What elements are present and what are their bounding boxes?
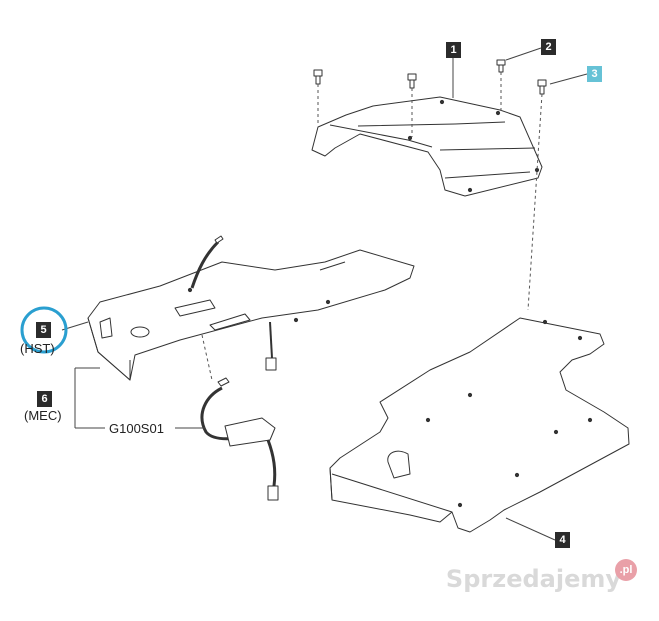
variant-label-hst: (HST)	[20, 341, 55, 356]
bolts	[313, 59, 547, 95]
part-4-floor-panel	[329, 317, 630, 533]
callout-5: 5	[36, 322, 51, 338]
watermark-badge: .pl	[615, 559, 637, 581]
wire-harness-g100s01	[200, 377, 279, 501]
callout-2: 2	[541, 39, 556, 55]
guide-lines	[201, 72, 543, 381]
highlight-circle	[20, 306, 68, 354]
connector-label: G100S01	[109, 421, 164, 436]
part-5-middle-plate	[87, 235, 415, 381]
part-1-upper-cover	[311, 96, 543, 197]
watermark-text: Sprzedajemy	[445, 565, 621, 593]
variant-label-mec: (MEC)	[24, 408, 62, 423]
callout-3: 3	[587, 66, 602, 82]
leader-lines	[61, 47, 588, 541]
callout-6: 6	[37, 391, 52, 407]
callout-4: 4	[555, 532, 570, 548]
callout-1: 1	[446, 42, 461, 58]
